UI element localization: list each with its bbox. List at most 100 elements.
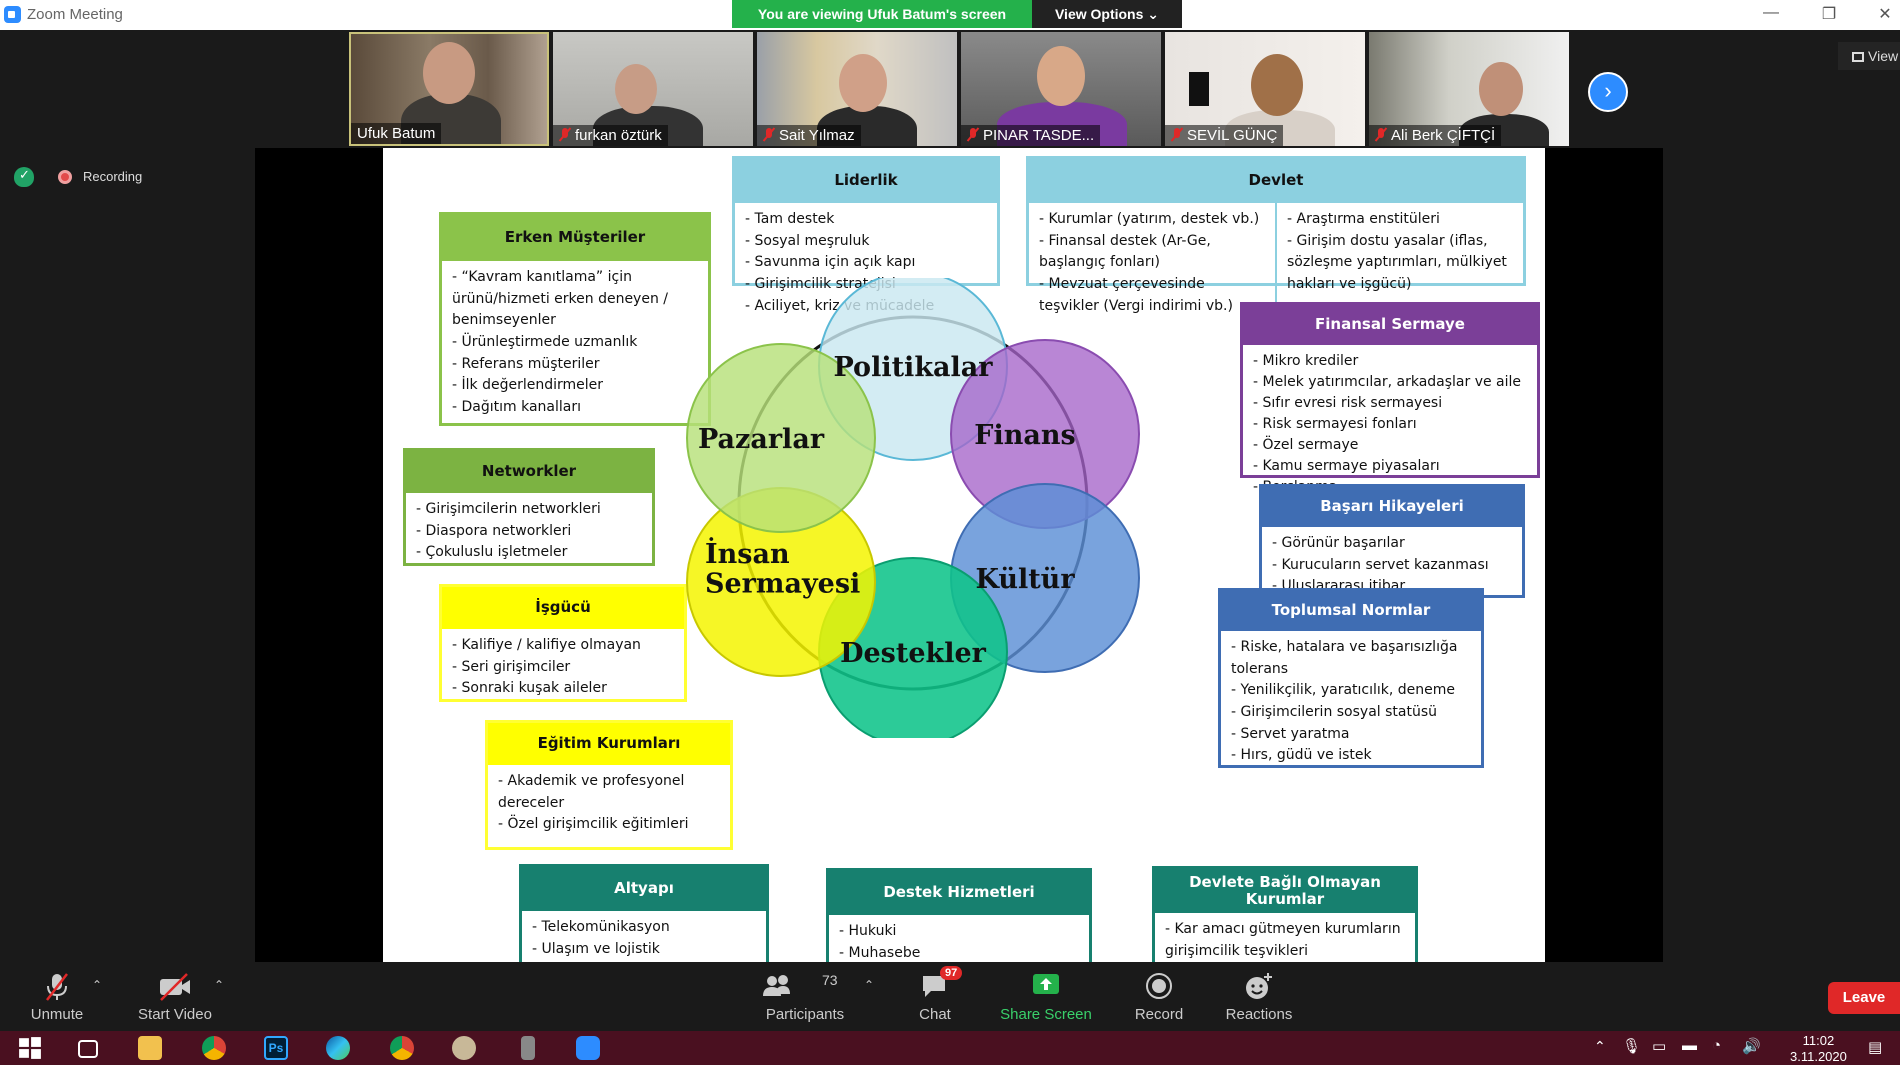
view-button-label: View — [1868, 48, 1899, 64]
box-list: - Hukuki - Muhasebe — [829, 915, 1089, 962]
box-title: Devlete Bağlı Olmayan Kurumlar — [1155, 869, 1415, 913]
next-page-arrow-icon[interactable]: › — [1588, 72, 1628, 112]
list-item: - Kamu sermaye piyasaları — [1253, 458, 1440, 474]
list-item: - Akademik ve profesyonel dereceler — [498, 773, 685, 811]
box-liderlik: Liderlik - Tam destek - Sosyal meşruluk … — [732, 156, 1000, 314]
label-kultur: Kültür — [975, 564, 1075, 595]
list-item: - Sonraki kuşak aileler — [452, 680, 607, 697]
label-pazarlar: Pazarlar — [698, 424, 825, 455]
participant-tile-ufuk-batum[interactable]: Ufuk Batum — [349, 32, 549, 146]
box-columns: - Kurumlar (yatırım, destek vb.) - Finan… — [1029, 203, 1523, 324]
ecosystem-venn-diagram: Politikalar Finans Kültür Destekler İnsa… — [686, 278, 1140, 738]
list-item: - Hukuki — [839, 923, 897, 939]
box-toplumsal-normlar: Toplumsal Normlar - Riske, hatalara ve b… — [1218, 588, 1484, 768]
participant-name: PINAR TASDE... — [961, 125, 1101, 146]
participant-tile-furkan[interactable]: furkan öztürk — [553, 32, 753, 146]
task-view-icon[interactable] — [78, 1040, 98, 1058]
box-title: Toplumsal Normlar — [1221, 591, 1481, 631]
person-head — [839, 54, 887, 112]
zoom-taskbar-icon[interactable] — [576, 1036, 600, 1060]
photoshop-icon[interactable]: Ps — [264, 1036, 288, 1060]
system-tray-chevron-icon[interactable]: ⌃ — [1594, 1038, 1606, 1054]
title-bar: Zoom Meeting You are viewing Ufuk Batum'… — [0, 0, 1900, 30]
usb-drive-icon[interactable] — [521, 1036, 535, 1060]
list-item: - Kar amacı gütmeyen kurumların girişimc… — [1165, 921, 1401, 959]
list-item: - Telekomünikasyon — [532, 919, 670, 935]
box-list: - Riske, hatalara ve başarısızlığa toler… — [1221, 631, 1481, 773]
list-item: - Kalifiye / kalifiye olmayan — [452, 637, 641, 653]
participant-tile-pinar[interactable]: PINAR TASDE... — [961, 32, 1161, 146]
list-item: - Ürünleştirmede uzmanlık — [452, 334, 638, 351]
participants-label: Participants — [765, 1006, 845, 1023]
box-networkler: Networkler - Girişimcilerin networkleri … — [403, 448, 655, 566]
person-head — [423, 42, 475, 104]
participant-name: Ali Berk ÇİFTÇİ — [1369, 125, 1502, 146]
minimize-button[interactable]: — — [1763, 4, 1779, 21]
box-title: Altyapı — [522, 867, 766, 911]
box-title: Liderlik — [735, 159, 997, 203]
taskbar-clock[interactable]: 11:02 3.11.2020 — [1790, 1033, 1847, 1065]
start-video-label: Start Video — [138, 1006, 212, 1023]
label-line: İnsan — [705, 536, 790, 570]
participant-name-text: PINAR TASDE... — [983, 127, 1095, 144]
participant-name: SEVİL GÜNÇ — [1165, 125, 1284, 146]
volume-icon[interactable]: 🔊 — [1742, 1038, 1761, 1055]
list-item: - Risk sermayesi fonları — [1253, 416, 1417, 432]
participant-tile-sait[interactable]: Sait Yılmaz — [757, 32, 957, 146]
audio-options-chevron-icon[interactable]: ⌃ — [92, 978, 103, 992]
box-title: Devlet — [1029, 159, 1523, 203]
battery-icon[interactable]: ▬ — [1682, 1037, 1697, 1054]
close-button[interactable]: ✕ — [1878, 6, 1892, 23]
meeting-stage: Ufuk Batum furkan öztürk Sait Yılmaz PIN… — [0, 30, 1900, 962]
box-erken-musteriler: Erken Müşteriler - “Kavram kanıtlama” iç… — [439, 212, 711, 426]
chat-label: Chat — [919, 1006, 951, 1023]
chat-unread-badge: 97 — [940, 966, 963, 980]
file-explorer-icon[interactable] — [138, 1036, 162, 1060]
windows-start-icon[interactable] — [18, 1036, 42, 1060]
list-item: - Riske, hatalara ve başarısızlığa toler… — [1231, 639, 1458, 677]
leave-button[interactable]: Leave — [1828, 982, 1900, 1014]
box-basari-hikayeleri: Başarı Hikayeleri - Görünür başarılar - … — [1259, 484, 1525, 598]
box-title: İşgücü — [442, 587, 684, 629]
person-head — [1479, 62, 1523, 116]
participants-options-chevron-icon[interactable]: ⌃ — [864, 978, 875, 992]
box-title: Erken Müşteriler — [442, 215, 708, 261]
paint-icon[interactable] — [452, 1036, 476, 1060]
participants-icon — [763, 975, 790, 996]
list-item: - Dağıtım kanalları — [452, 399, 582, 416]
restore-button[interactable]: ❐ — [1821, 6, 1837, 23]
list-item: - Muhasebe — [839, 944, 921, 961]
chrome-profile-icon[interactable] — [390, 1036, 414, 1060]
video-options-chevron-icon[interactable]: ⌃ — [214, 978, 225, 992]
list-item: - Servet yaratma — [1231, 725, 1350, 742]
devlet-column-right: - Araştırma enstitüleri - Girişim dostu … — [1275, 203, 1523, 324]
tray-display-icon[interactable]: ▭ — [1652, 1038, 1667, 1055]
circle-pazarlar — [686, 343, 876, 533]
reactions-smiley-icon — [1246, 973, 1272, 999]
participant-name: furkan öztürk — [553, 125, 668, 146]
participant-name-text: furkan öztürk — [575, 127, 662, 144]
view-options-button[interactable]: View Options ⌄ — [1032, 0, 1182, 28]
box-title: Eğitim Kurumları — [488, 723, 730, 765]
box-title: Networkler — [406, 451, 652, 493]
list-item: - Melek yatırımcılar, arkadaşlar ve aile — [1253, 374, 1522, 390]
participant-name: Sait Yılmaz — [757, 125, 861, 146]
participant-tile-ali[interactable]: Ali Berk ÇİFTÇİ — [1369, 32, 1569, 146]
unmute-label: Unmute — [30, 1006, 84, 1023]
notifications-icon[interactable]: ▤ — [1868, 1039, 1883, 1056]
security-shield-icon[interactable] — [14, 167, 34, 187]
edge-icon[interactable] — [326, 1036, 350, 1060]
tray-microphone-icon[interactable]: 🎙 — [1622, 1038, 1642, 1055]
chrome-icon[interactable] — [202, 1036, 226, 1060]
view-button[interactable]: View — [1838, 42, 1900, 70]
shared-screen: Liderlik - Tam destek - Sosyal meşruluk … — [255, 148, 1663, 962]
list-item: - Tam destek — [745, 211, 835, 227]
participant-tile-sevil[interactable]: SEVİL GÜNÇ — [1165, 32, 1365, 146]
person-head — [1251, 54, 1303, 116]
clock-date: 3.11.2020 — [1790, 1049, 1847, 1064]
box-isgucu: İşgücü - Kalifiye / kalifiye olmayan - S… — [439, 584, 687, 702]
participant-name-text: Sait Yılmaz — [779, 127, 855, 144]
wifi-icon[interactable]: ◔ — [1712, 1037, 1722, 1054]
list-item: - Seri girişimciler — [452, 658, 571, 675]
